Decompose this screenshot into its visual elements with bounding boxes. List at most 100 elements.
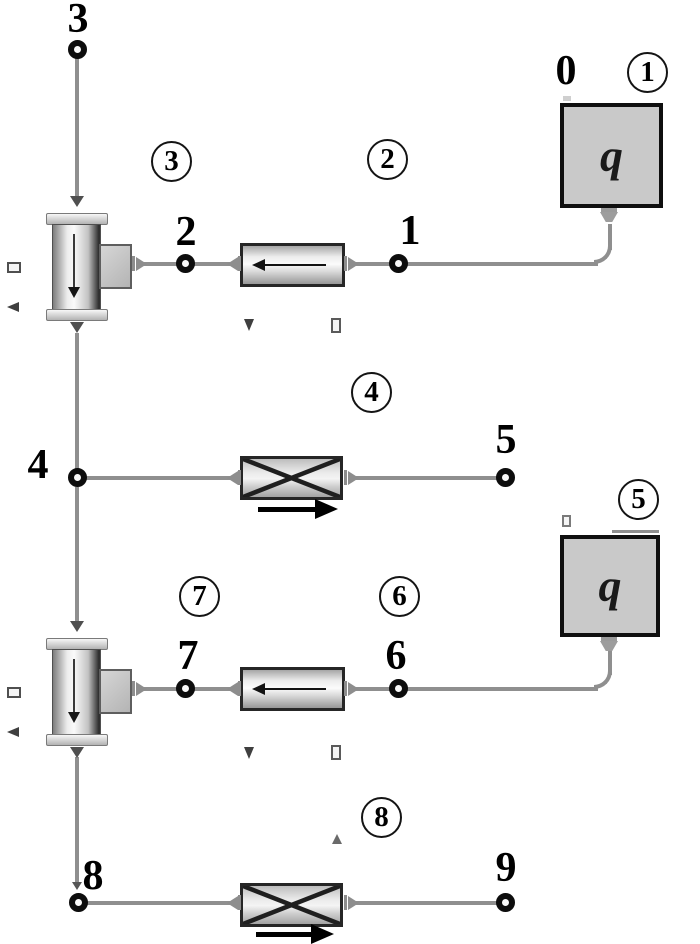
- component-badge-6: 6: [379, 576, 420, 617]
- badge-number: 3: [164, 145, 179, 177]
- connector-port-icon: [344, 256, 347, 271]
- connection-line-node4-vessel2[interactable]: [75, 487, 79, 621]
- connection-stem-qbox2[interactable]: [608, 651, 612, 675]
- node-dot-5[interactable]: [496, 468, 515, 487]
- node-label-6: 6: [385, 633, 407, 679]
- vessel-bottom-flange: [46, 734, 108, 746]
- exchanger-cross-icon: [243, 459, 340, 497]
- heat-exchanger-2[interactable]: [240, 883, 343, 927]
- node-dot-9[interactable]: [496, 893, 515, 912]
- pipe-left-arrow-icon: [260, 264, 326, 266]
- vessel-down-arrow-icon: [68, 287, 80, 298]
- pipe-left-arrow-icon: [252, 683, 265, 695]
- connection-line-vessel1-node4[interactable]: [75, 333, 79, 470]
- node-label-3: 3: [67, 0, 89, 42]
- connector-trapezoid-icon: [600, 641, 618, 651]
- badge-number: 1: [640, 56, 655, 88]
- heat-source-box-1[interactable]: q: [560, 103, 663, 208]
- flow-right-arrow-icon: [256, 932, 311, 937]
- vessel-down-arrow-icon: [68, 712, 80, 723]
- node-label-7: 7: [177, 633, 199, 679]
- tiny-square-icon: [331, 318, 341, 333]
- pipe-component-1[interactable]: [240, 243, 345, 287]
- tiny-square-icon: [562, 515, 571, 527]
- node-dot-7[interactable]: [176, 679, 195, 698]
- node-label-0: 0: [555, 48, 577, 94]
- connection-line-node4-hx1[interactable]: [82, 476, 232, 480]
- connection-line-pipe1-qbox1[interactable]: [352, 262, 598, 266]
- connector-down-icon: [70, 196, 84, 207]
- node-label-2: 2: [175, 209, 197, 255]
- tiny-square-icon: [7, 262, 21, 273]
- node-dot-6[interactable]: [389, 679, 408, 698]
- component-badge-8: 8: [361, 797, 402, 838]
- node-dot-1[interactable]: [389, 254, 408, 273]
- connector-port-icon: [348, 896, 359, 910]
- connector-port-icon: [136, 257, 147, 271]
- connector-port-icon: [132, 256, 135, 271]
- tiny-mark-icon: [563, 96, 571, 101]
- pipe-left-arrow-icon: [252, 259, 265, 271]
- tiny-down-triangle-icon: [244, 747, 254, 759]
- connector-bar-icon: [601, 637, 617, 641]
- connector-down-icon: [70, 621, 84, 632]
- connection-line-hx2-node9[interactable]: [356, 901, 500, 905]
- badge-number: 6: [392, 580, 407, 612]
- connector-port-icon: [132, 681, 135, 696]
- connector-port-icon: [238, 470, 241, 485]
- heat-source-symbol: q: [598, 560, 622, 611]
- heat-exchanger-1[interactable]: [240, 456, 343, 500]
- node-dot-3[interactable]: [68, 40, 87, 59]
- tiny-up-triangle-icon: [332, 834, 342, 844]
- node-dot-2[interactable]: [176, 254, 195, 273]
- connector-bar-icon: [601, 208, 617, 212]
- component-badge-7: 7: [179, 576, 220, 617]
- node-label-1: 1: [399, 208, 421, 254]
- connection-line-node8-hx2[interactable]: [84, 901, 232, 905]
- tiny-line-icon: [612, 530, 659, 533]
- vessel-2[interactable]: [46, 638, 108, 746]
- connector-port-icon: [227, 682, 238, 696]
- badge-number: 2: [380, 143, 395, 175]
- node-dot-8[interactable]: [69, 893, 88, 912]
- tiny-square-icon: [331, 745, 341, 760]
- connector-port-icon: [238, 256, 241, 271]
- pipe-left-arrow-icon: [260, 688, 326, 690]
- vessel-bottom-flange: [46, 309, 108, 321]
- node-label-9: 9: [495, 845, 517, 891]
- component-badge-1: 1: [627, 52, 668, 93]
- connector-down-icon: [70, 747, 84, 758]
- node-label-4: 4: [27, 442, 49, 488]
- connection-line-pipe2-qbox2[interactable]: [352, 687, 598, 691]
- vessel-1-side-port[interactable]: [99, 244, 132, 289]
- tiny-down-triangle-icon: [244, 319, 254, 331]
- flow-right-arrow-icon: [315, 499, 338, 519]
- vessel-down-arrow-icon: [73, 659, 75, 714]
- flow-right-arrow-icon: [258, 507, 315, 512]
- tiny-square-icon: [7, 687, 21, 698]
- exchanger-cross-icon: [243, 886, 340, 924]
- pipe-component-2[interactable]: [240, 667, 345, 711]
- connection-stem-qbox1[interactable]: [608, 224, 612, 250]
- connection-line-hx1-node5[interactable]: [356, 476, 500, 480]
- connector-port-icon: [238, 681, 241, 696]
- component-badge-2: 2: [367, 139, 408, 180]
- connection-line-node3-vessel1[interactable]: [75, 57, 79, 197]
- heat-source-box-2[interactable]: q: [560, 535, 660, 637]
- connector-port-icon: [348, 682, 359, 696]
- component-badge-5: 5: [618, 479, 659, 520]
- flow-right-arrow-icon: [311, 924, 334, 944]
- connector-port-icon: [344, 895, 347, 910]
- heat-source-symbol: q: [600, 129, 623, 181]
- connector-port-icon: [348, 471, 359, 485]
- node-dot-4[interactable]: [68, 468, 87, 487]
- connection-line-vessel2-node8[interactable]: [75, 757, 79, 887]
- vessel-2-side-port[interactable]: [99, 669, 132, 714]
- connector-port-icon: [227, 471, 238, 485]
- badge-number: 4: [364, 376, 379, 408]
- connector-port-icon: [348, 257, 359, 271]
- connector-trapezoid-icon: [600, 212, 618, 222]
- component-badge-3: 3: [151, 141, 192, 182]
- node-label-5: 5: [495, 417, 517, 463]
- vessel-1[interactable]: [46, 213, 108, 321]
